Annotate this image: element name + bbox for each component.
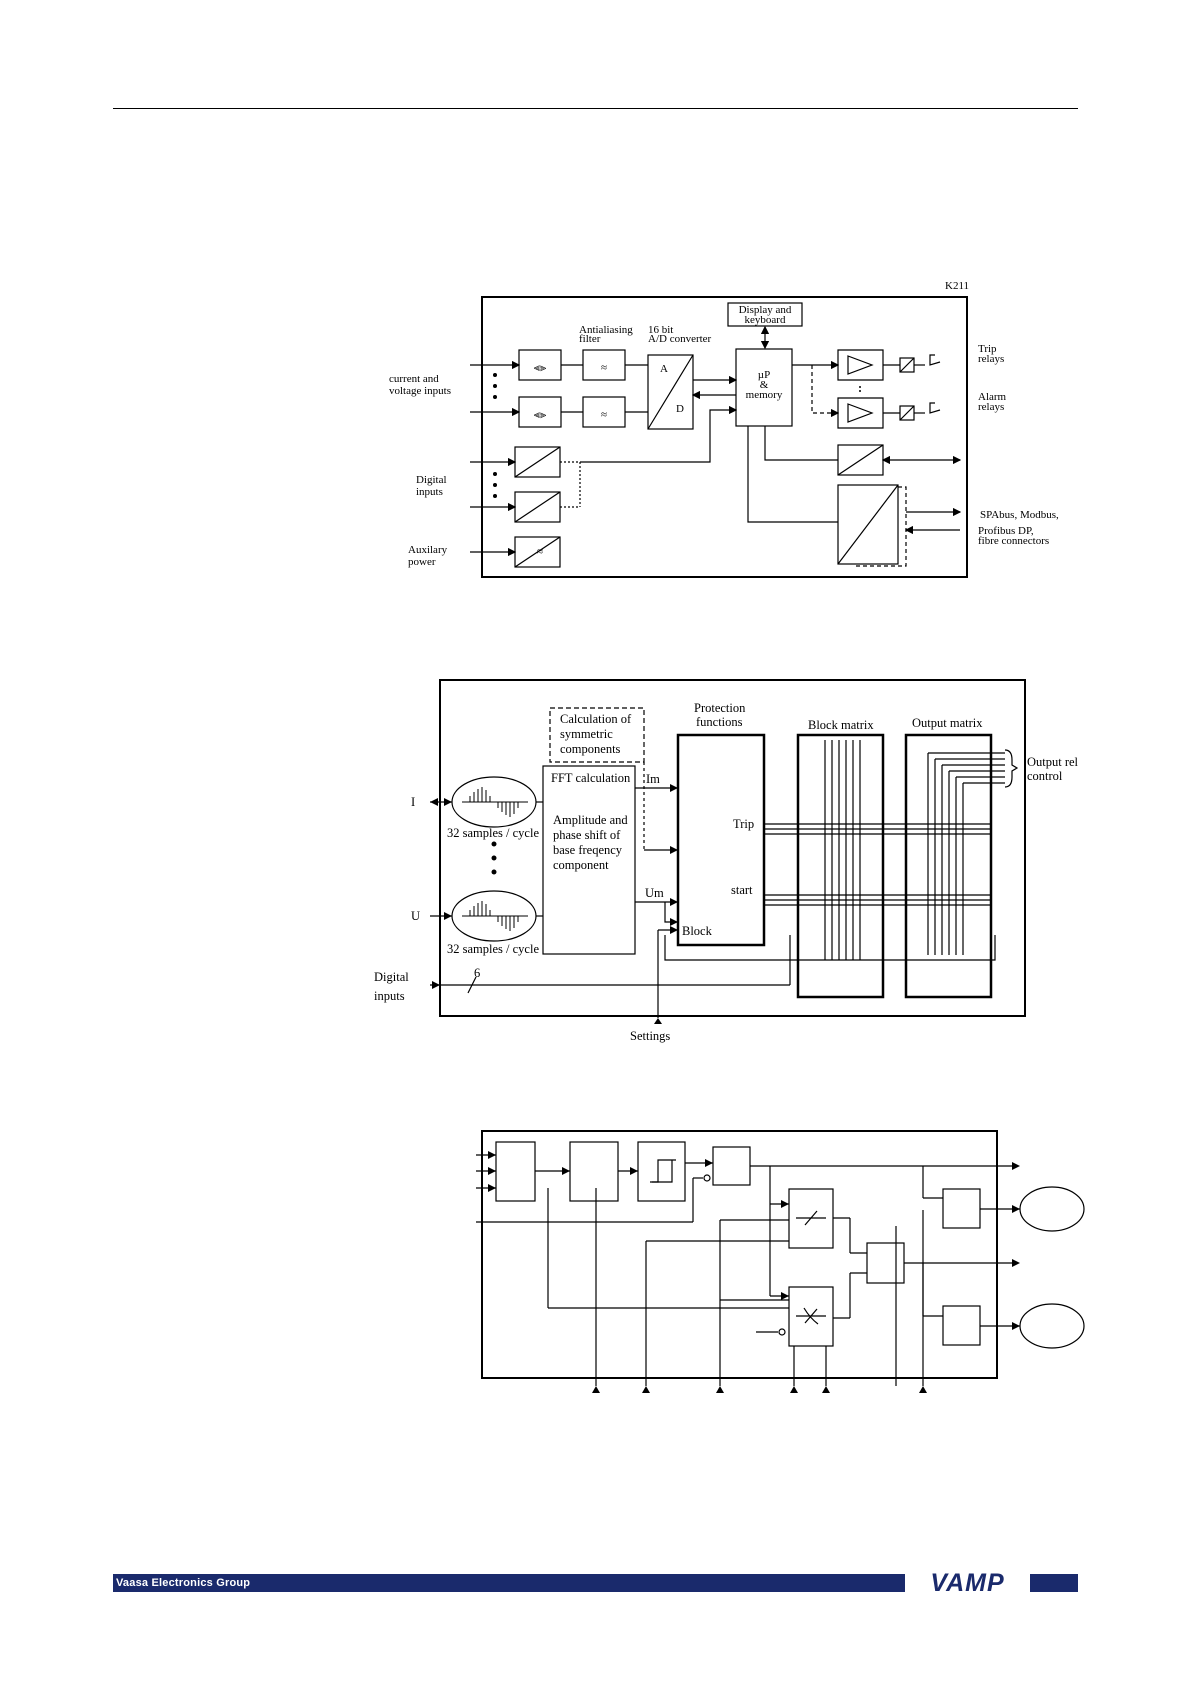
start-register-block <box>942 1188 981 1229</box>
continuation-dots <box>493 373 861 498</box>
or-block <box>866 1242 905 1284</box>
cpu-label: memory <box>746 389 783 401</box>
symmetric-components-box <box>549 707 645 763</box>
fft-block <box>542 765 636 955</box>
filter-icon: ≈ <box>601 409 607 421</box>
samples-label: 32 samples / cycle <box>447 826 539 840</box>
waveform-icon <box>462 787 528 931</box>
figure-code: K211 <box>945 280 969 292</box>
inverse-time-block <box>788 1286 834 1347</box>
transformer-icon: ⫷⫸ <box>534 409 546 421</box>
input-i-label: I <box>411 795 415 809</box>
auxiliary-power-label: Auxilary <box>408 544 448 556</box>
processing-frame <box>439 679 1026 1017</box>
comm-label: SPAbus, Modbus, <box>980 509 1059 521</box>
alarm-relays-label: relays <box>978 401 1004 413</box>
protection-functions-label: functions <box>696 715 743 729</box>
cpu-label: µP <box>758 369 770 381</box>
amplitude-label: base freqency <box>553 843 623 857</box>
hysteresis-block <box>637 1141 686 1202</box>
calc-symmetric-label: Calculation of <box>560 712 632 726</box>
cpu-memory-block <box>735 348 793 427</box>
display-keyboard-label: keyboard <box>745 314 786 326</box>
logo-text: VAMP <box>930 1569 1005 1597</box>
start-output <box>1019 1186 1085 1232</box>
adc-a-label: A <box>660 363 668 375</box>
logic-frame <box>481 1130 998 1379</box>
continuation-dots <box>491 841 497 875</box>
communication-interface <box>837 484 899 565</box>
device-frame <box>481 296 968 578</box>
protection-functions-label: Protection <box>694 701 746 715</box>
ac-icon: ≈ <box>537 546 543 558</box>
company-name: Vaasa Electronics Group <box>116 1577 251 1589</box>
adc-d-label: D <box>676 403 684 415</box>
comm-label: Profibus DP, <box>978 525 1034 537</box>
protection-functions-block <box>676 733 766 947</box>
start-label: start <box>731 883 753 897</box>
digital-inputs-label: Digital <box>416 474 447 486</box>
antialiasing-label: Antialiasing <box>579 324 633 336</box>
digital-inputs-label: inputs <box>416 486 443 498</box>
block-matrix-label: Block matrix <box>808 718 874 732</box>
input-block <box>495 1141 536 1202</box>
settings-label: Settings <box>630 1029 670 1043</box>
amplitude-label: component <box>553 858 609 872</box>
antialiasing-label: filter <box>579 333 601 345</box>
transformer-icon: ⫷⫸ <box>534 362 546 374</box>
trip-output <box>1019 1303 1085 1349</box>
fft-label: FFT calculation <box>551 771 631 785</box>
output-relay-control-label: Output rel <box>1027 755 1079 769</box>
filter-icon: ≈ <box>601 362 607 374</box>
ad-converter-label: A/D converter <box>648 333 712 345</box>
display-keyboard-label: Display and <box>739 304 792 316</box>
calc-block <box>569 1141 619 1202</box>
current-voltage-label: current and <box>389 373 439 385</box>
block-matrix <box>796 733 885 999</box>
and-block <box>712 1146 751 1186</box>
ad-converter-label: 16 bit <box>648 324 673 336</box>
amplitude-label: phase shift of <box>553 828 621 842</box>
trip-relay-amplifier <box>837 349 884 381</box>
cpu-label: & <box>760 379 769 391</box>
output-matrix <box>904 733 993 999</box>
trip-relays-label: Trip <box>978 343 997 355</box>
block-label: Block <box>682 924 713 938</box>
trip-label: Trip <box>733 817 754 831</box>
auxiliary-power-label: power <box>408 556 436 568</box>
output-relay-control-label: control <box>1027 769 1063 783</box>
digital-inputs-label: inputs <box>374 989 405 1003</box>
trip-relays-label: relays <box>978 353 1004 365</box>
calc-symmetric-label: components <box>560 742 621 756</box>
header-rule <box>113 108 1078 109</box>
digital-inputs-label: Digital <box>374 970 409 984</box>
alarm-relay-amplifier <box>837 397 884 429</box>
calc-symmetric-label: symmetric <box>560 727 613 741</box>
footer-bar <box>113 1574 1078 1592</box>
vamp-logo: VAMP <box>905 1570 1030 1596</box>
samples-label: 32 samples / cycle <box>447 942 539 956</box>
comm-label: fibre connectors <box>978 535 1049 547</box>
output-matrix-label: Output matrix <box>912 716 983 730</box>
alarm-relays-label: Alarm <box>978 391 1007 403</box>
current-voltage-label: voltage inputs <box>389 385 451 397</box>
input-u-label: U <box>411 909 420 923</box>
um-label: Um <box>645 886 664 900</box>
amplitude-label: Amplitude and <box>553 813 628 827</box>
bus-width-label: 6 <box>474 966 480 980</box>
im-label: Im <box>646 772 660 786</box>
trip-register-block <box>942 1305 981 1346</box>
